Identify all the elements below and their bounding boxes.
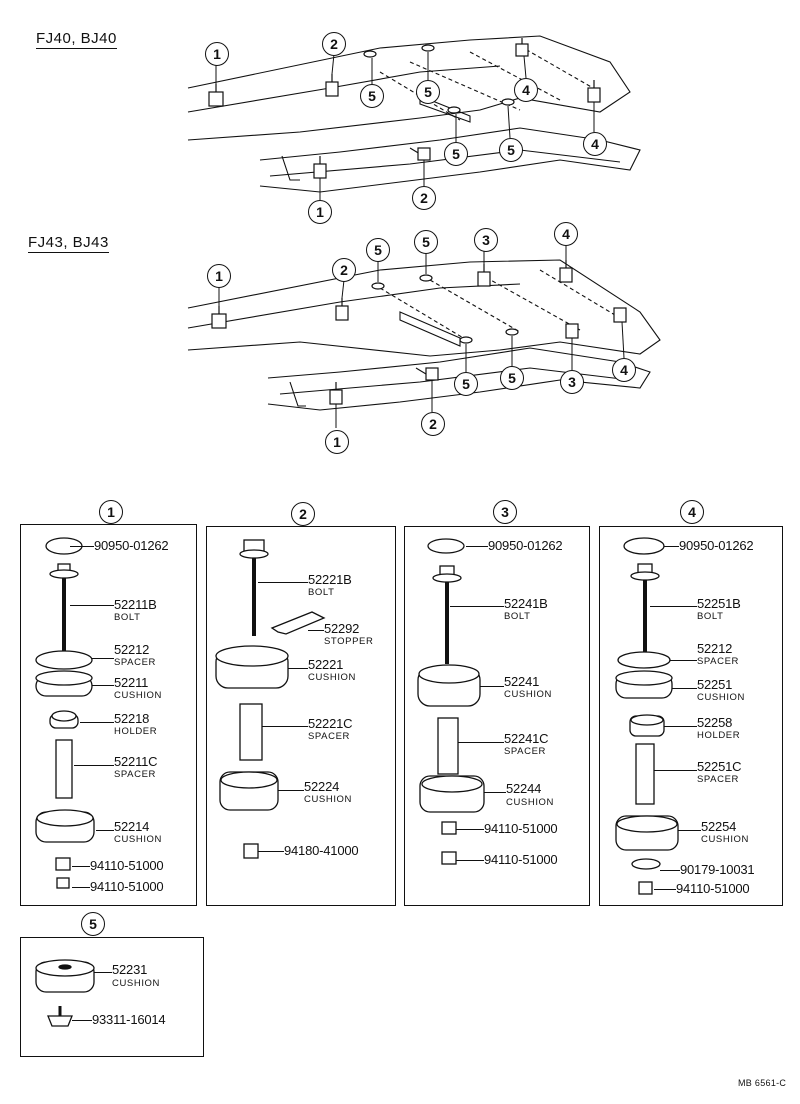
part-94110-51000: 94110-51000 xyxy=(90,858,164,873)
part-52251: 52251 xyxy=(697,677,733,692)
part-94110-51000: 94110-51000 xyxy=(484,821,558,836)
part-52258: 52258 xyxy=(697,715,733,730)
callout-1: 1 xyxy=(325,430,349,454)
part-52211c: 52211C xyxy=(114,754,158,769)
part-bolt-label: BOLT xyxy=(697,611,724,622)
part-94110-51000: 94110-51000 xyxy=(90,879,164,894)
callout-5: 5 xyxy=(444,142,468,166)
part-90950-01262: 90950-01262 xyxy=(94,538,169,553)
part-bolt-label: BOLT xyxy=(114,612,141,623)
part-52241c: 52241C xyxy=(504,731,549,746)
part-52221c: 52221C xyxy=(308,716,353,731)
part-90950-01262: 90950-01262 xyxy=(488,538,563,553)
panel-5-illustration xyxy=(35,959,95,1027)
callout-5: 5 xyxy=(454,372,478,396)
part-spacer-label: SPACER xyxy=(308,731,350,742)
part-cushion-label: CUSHION xyxy=(308,672,357,683)
callout-5: 5 xyxy=(416,80,440,104)
panel-1-number: 1 xyxy=(99,500,123,524)
callout-2: 2 xyxy=(322,32,346,56)
part-52218: 52218 xyxy=(114,711,150,726)
part-cushion-label: CUSHION xyxy=(114,834,163,845)
part-90179-10031: 90179-10031 xyxy=(680,862,755,877)
callout-4: 4 xyxy=(583,132,607,156)
callout-1: 1 xyxy=(308,200,332,224)
callout-5: 5 xyxy=(414,230,438,254)
part-cushion-label: CUSHION xyxy=(697,692,746,703)
model-label-fj43: FJ43, BJ43 xyxy=(28,234,109,253)
part-spacer-label: SPACER xyxy=(697,656,739,667)
part-bolt-label: BOLT xyxy=(504,611,531,622)
part-94180-41000: 94180-41000 xyxy=(284,843,359,858)
part-cushion-label: CUSHION xyxy=(304,794,353,805)
part-52211b: 52211B xyxy=(114,597,157,612)
callout-1: 1 xyxy=(207,264,231,288)
callout-3: 3 xyxy=(474,228,498,252)
part-52221: 52221 xyxy=(308,657,344,672)
panel-5 xyxy=(20,937,204,1057)
callout-2: 2 xyxy=(332,258,356,282)
part-52221b: 52221B xyxy=(308,572,352,587)
panel-1-illustration xyxy=(35,537,95,889)
part-cushion-label: CUSHION xyxy=(506,797,555,808)
part-94110-51000: 94110-51000 xyxy=(676,881,750,896)
frame-diagram-fj43 xyxy=(187,246,661,428)
callout-4: 4 xyxy=(514,78,538,102)
part-52251c: 52251C xyxy=(697,759,742,774)
panel-3-number: 3 xyxy=(493,500,517,524)
part-stopper-label: STOPPER xyxy=(324,636,374,647)
part-spacer-label: SPACER xyxy=(114,657,156,668)
callout-5: 5 xyxy=(499,138,523,162)
part-52241: 52241 xyxy=(504,674,540,689)
part-spacer-label: SPACER xyxy=(504,746,546,757)
part-spacer-label: SPACER xyxy=(697,774,739,785)
callout-4: 4 xyxy=(612,358,636,382)
callout-4: 4 xyxy=(554,222,578,246)
part-52251b: 52251B xyxy=(697,596,741,611)
panel-4-number: 4 xyxy=(680,500,704,524)
part-90950-01262: 90950-01262 xyxy=(679,538,754,553)
callout-2: 2 xyxy=(421,412,445,436)
model-label-fj40: FJ40, BJ40 xyxy=(36,30,117,49)
drawing-code: MB 6561-C xyxy=(738,1078,787,1088)
panel-2-number: 2 xyxy=(291,502,315,526)
panel-4-illustration xyxy=(615,537,679,895)
panel-1 xyxy=(20,524,197,906)
part-52211: 52211 xyxy=(114,675,149,690)
part-bolt-label: BOLT xyxy=(308,587,335,598)
part-93311-16014: 93311-16014 xyxy=(92,1012,166,1027)
part-cushion-label: CUSHION xyxy=(112,978,161,989)
part-52292: 52292 xyxy=(324,621,360,636)
panel-2 xyxy=(206,526,396,906)
part-52224: 52224 xyxy=(304,779,340,794)
callout-3: 3 xyxy=(560,370,584,394)
part-cushion-label: CUSHION xyxy=(701,834,750,845)
panel-3-illustration xyxy=(417,538,485,865)
frame-diagram-fj40 xyxy=(187,35,641,200)
part-94110-51000: 94110-51000 xyxy=(484,852,558,867)
part-holder-label: HOLDER xyxy=(697,730,741,741)
callout-1: 1 xyxy=(205,42,229,66)
part-52212: 52212 xyxy=(697,641,733,656)
panel-4 xyxy=(599,526,783,906)
callout-2: 2 xyxy=(412,186,436,210)
part-52244: 52244 xyxy=(506,781,542,796)
panel-5-number: 5 xyxy=(81,912,105,936)
part-52231: 52231 xyxy=(112,962,148,977)
callout-5: 5 xyxy=(366,238,390,262)
part-52212: 52212 xyxy=(114,642,150,657)
part-52254: 52254 xyxy=(701,819,737,834)
panel-3 xyxy=(404,526,590,906)
part-spacer-label: SPACER xyxy=(114,769,156,780)
part-52214: 52214 xyxy=(114,819,150,834)
part-52241b: 52241B xyxy=(504,596,548,611)
callout-5: 5 xyxy=(360,84,384,108)
callout-5: 5 xyxy=(500,366,524,390)
part-cushion-label: CUSHION xyxy=(114,690,163,701)
part-cushion-label: CUSHION xyxy=(504,689,553,700)
part-holder-label: HOLDER xyxy=(114,726,158,737)
